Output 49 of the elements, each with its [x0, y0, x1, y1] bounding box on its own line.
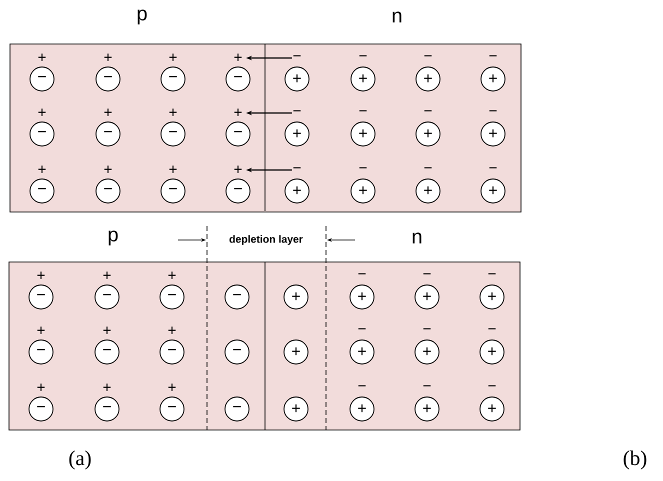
charge-sign: + [38, 166, 46, 173]
charge-sign: − [489, 110, 497, 112]
charge-sign: + [234, 108, 242, 116]
panel-label: (a) [69, 450, 91, 470]
charge-sign: + [169, 166, 177, 173]
charge-sign: + [38, 108, 46, 116]
charge-sign: + [169, 108, 177, 116]
charge-sign: − [488, 273, 496, 274]
charge-sign: + [104, 54, 112, 61]
charge-sign: − [358, 385, 366, 386]
charge-sign: − [359, 55, 367, 56]
charge-sign: − [293, 55, 301, 56]
region-label: p [108, 230, 118, 246]
charge-sign: − [359, 110, 367, 112]
depletion-label: depletion layer [228, 234, 304, 246]
charge-sign: − [359, 167, 367, 168]
charge-sign: − [293, 110, 301, 112]
charge-sign: − [424, 167, 432, 168]
charge-sign: − [488, 328, 496, 330]
charge-sign: + [104, 166, 112, 173]
region-label: n [392, 12, 402, 22]
charge-sign: − [293, 167, 301, 168]
charge-sign: + [168, 384, 176, 391]
charge-sign: + [168, 326, 176, 334]
charge-sign: + [103, 326, 111, 334]
charge-sign: + [103, 384, 111, 391]
charge-sign: − [424, 110, 432, 112]
charge-sign: − [424, 55, 432, 56]
region-label: p [138, 10, 147, 24]
panel-label: (b) [624, 450, 646, 470]
charge-sign: + [168, 272, 176, 279]
charge-sign: − [489, 55, 497, 56]
charge-sign: − [358, 328, 366, 330]
charge-sign: + [234, 54, 242, 61]
charge-sign: − [423, 328, 431, 330]
charge-sign: + [37, 384, 45, 391]
charge-sign: − [489, 167, 497, 168]
charge-sign: − [423, 385, 431, 386]
charge-sign: + [38, 54, 46, 61]
charge-sign: + [104, 108, 112, 116]
charge-sign: + [234, 166, 242, 173]
charge-sign: − [423, 273, 431, 274]
charge-sign: + [103, 272, 111, 279]
charge-sign: − [488, 385, 496, 386]
region-label: n [412, 232, 422, 244]
charge-sign: + [169, 54, 177, 61]
charge-sign: + [37, 272, 45, 279]
charge-sign: − [358, 273, 366, 274]
charge-sign: + [37, 326, 45, 334]
